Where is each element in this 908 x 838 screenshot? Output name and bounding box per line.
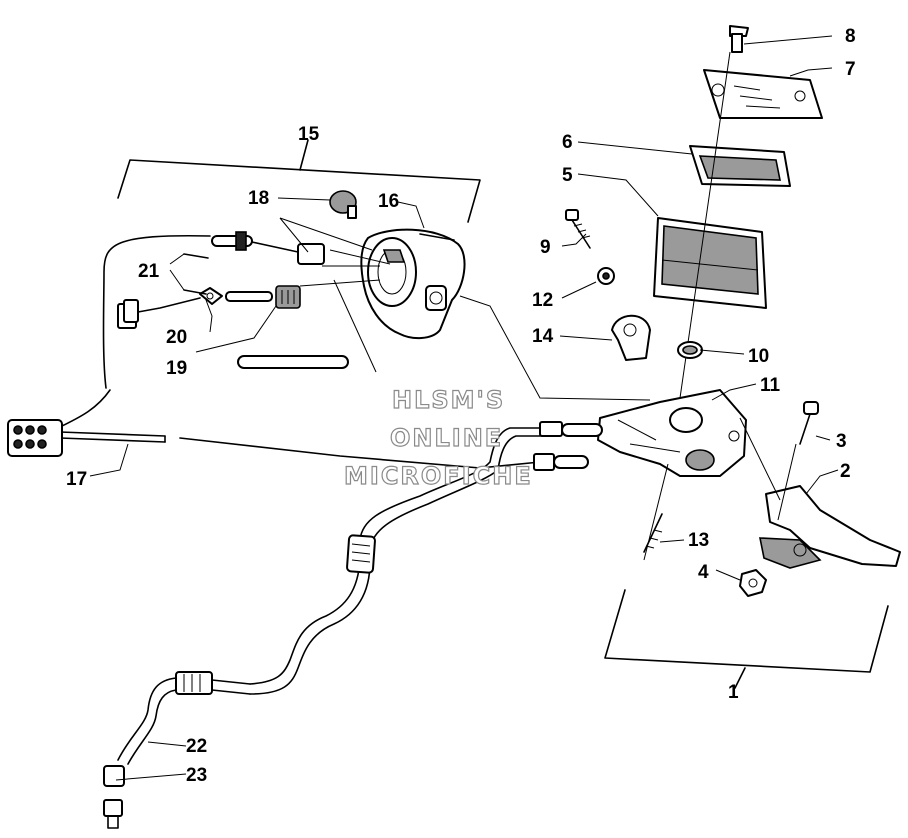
callout-17: 17 <box>66 469 87 490</box>
banjo-fitting <box>539 421 603 437</box>
screw-8 <box>729 25 749 53</box>
assembly-leader-lines <box>279 217 651 401</box>
callout-9: 9 <box>540 237 551 258</box>
sleeve-tube <box>237 355 349 369</box>
callout-labels: 1 2 3 4 5 6 7 8 9 10 11 12 13 14 15 16 1… <box>66 26 856 786</box>
switch-19 <box>225 285 301 309</box>
callout-10: 10 <box>748 346 769 367</box>
callout-7: 7 <box>845 59 856 80</box>
switch-housing-16 <box>360 228 466 340</box>
callout-6: 6 <box>562 132 573 153</box>
seal-10 <box>677 341 703 359</box>
diaphragm-6 <box>689 145 791 187</box>
leader-cap-line <box>679 51 731 399</box>
watermark: HLSM'S ONLINE MICROFICHE <box>343 385 533 490</box>
wire-harness-17 <box>7 234 541 469</box>
washer-12 <box>597 267 615 285</box>
callout-20: 20 <box>166 327 187 348</box>
callout-16: 16 <box>378 191 399 212</box>
reservoir-cap-7 <box>703 69 823 119</box>
knob-18 <box>329 190 357 219</box>
screw-9 <box>565 209 591 249</box>
callout-19: 19 <box>166 358 187 379</box>
switch-plug <box>533 453 589 471</box>
screws-21 <box>183 253 209 295</box>
callout-15: 15 <box>298 124 320 145</box>
watermark-line-2: ONLINE <box>390 424 503 452</box>
screw-13 <box>643 513 663 553</box>
bracket-20 <box>199 287 223 305</box>
watermark-line-3: MICROFICHE <box>344 462 533 490</box>
clamp-14 <box>611 314 651 361</box>
callout-11: 11 <box>760 375 781 396</box>
watermark-line-1: HLSM'S <box>392 386 505 414</box>
bracket-assembly-15 <box>117 139 481 223</box>
lever-2 <box>759 485 901 569</box>
brake-hose-22 <box>117 427 549 765</box>
callout-13: 13 <box>688 530 709 551</box>
upper-switch-wire <box>211 231 325 265</box>
callout-leaders <box>89 35 839 781</box>
callout-18: 18 <box>248 188 269 209</box>
bracket-assembly-1 <box>604 589 889 689</box>
callout-5: 5 <box>562 165 573 186</box>
callout-8: 8 <box>845 26 856 47</box>
callout-21: 21 <box>138 261 160 282</box>
callout-4: 4 <box>698 562 709 583</box>
connector-plug-small <box>117 297 201 329</box>
pivot-leader <box>643 417 797 561</box>
callout-22: 22 <box>186 736 207 757</box>
reservoir-5 <box>653 217 767 309</box>
screw-3 <box>799 401 819 445</box>
callout-14: 14 <box>532 326 554 347</box>
callout-23: 23 <box>186 765 207 786</box>
multi-pin-connector <box>7 419 63 457</box>
callout-1: 1 <box>728 682 739 703</box>
callout-3: 3 <box>836 431 847 452</box>
callout-2: 2 <box>840 461 851 482</box>
nut-4 <box>739 569 767 597</box>
callout-12: 12 <box>532 290 553 311</box>
master-cylinder-body-11 <box>597 389 747 477</box>
fitting-23 <box>103 765 125 829</box>
